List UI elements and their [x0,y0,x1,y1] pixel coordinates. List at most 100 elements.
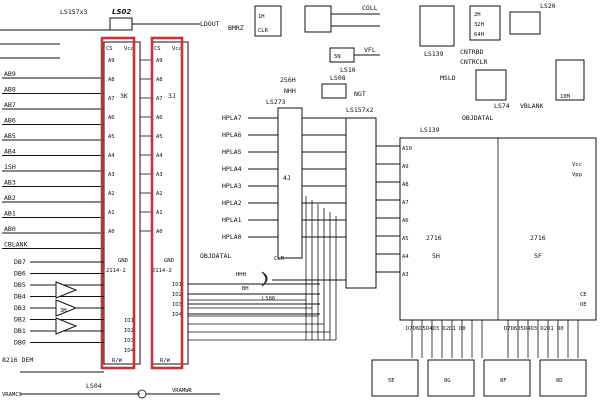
svg-text:D7D6D5D4D3 D2D1 D0: D7D6D5D4D3 D2D1 D0 [406,326,466,332]
rom1-loc: 5H [432,252,440,260]
ram2-pin-a7: A7 [156,96,163,102]
highlight-ram-3k [100,36,136,370]
label-ls86: LS86 [262,296,275,302]
ram1-pin-a0: A0 [108,229,115,235]
buffer-1 [55,281,78,299]
gate-top-2 [304,5,332,33]
bottom-chip-label-2: 8F [500,378,507,384]
svg-text:64H: 64H [474,32,484,38]
hpla-label-7: HPLA0 [222,233,242,241]
signal-label-3: AB6 [4,117,16,125]
bottom-chip-8g [427,359,475,397]
chip-ls20 [509,11,541,35]
rom2-part: 2716 [530,234,546,242]
ram1-pin-a4: A4 [108,153,115,159]
rom-addr-a9: A9 [402,164,409,170]
label-256h: 256H [280,76,296,84]
rom-vpp: Vpp [572,172,582,178]
latch-ls273 [277,107,303,259]
ram2-pin-a3: A3 [156,172,163,178]
label-ls02: LS02 [112,8,131,16]
label-vramcs: VRAMCS [2,392,22,398]
hpla-label-1: HPLA6 [222,131,242,139]
signal-label-8: AB2 [4,194,16,202]
ram2-pin-a4: A4 [156,153,163,159]
ram2-gnd: GND [164,258,174,264]
ram2-rw: R/W [160,358,171,364]
label-ls04: LS04 [86,382,102,390]
ram2-cs: CS [154,46,161,52]
ram2-io-3: IO4 [172,312,183,318]
label-objdatal: OBJDATAL [200,252,231,260]
label-msld: MSLD [440,74,456,82]
ram2-io-1: IO2 [172,292,182,298]
ram1-pin-a3: A3 [108,172,115,178]
ram1-pin-a2: A2 [108,191,115,197]
ram2-pin-a9: A9 [156,58,163,64]
ram1-pin-a8: A8 [108,77,115,83]
ram2-part: 2114-2 [152,268,172,274]
databus-label-db0: DB0 [14,339,26,347]
databus-label-db5: DB5 [14,281,26,289]
rom1-part: 2716 [426,234,442,242]
label-bmrz: BMRZ [228,24,244,32]
svg-text:CLR: CLR [258,28,269,34]
rom-oe: OE [580,302,587,308]
label-cntrclr: CNTRCLR [460,58,487,66]
signal-label-5: AB4 [4,148,16,156]
gate-ls08 [321,83,347,99]
rom-addr-a6: A6 [402,218,409,224]
label-objdatal-top: OBJDATAL [462,114,493,122]
chip-ls74-top [475,69,507,101]
ram2-pin-a1: A1 [156,210,163,216]
ram1-vcc: Vcc [124,46,134,52]
databus-label-db4: DB4 [14,293,26,301]
ram2-pin-a6: A6 [156,115,163,121]
ram2-io-0: IO1 [172,282,182,288]
hpla-label-3: HPLA4 [222,165,242,173]
chip-2h [469,5,501,41]
ram1-pin-a7: A7 [108,96,115,102]
label-bh: BH [242,286,249,292]
bottom-chip-label-0: 5E [388,378,395,384]
ram1-part: 2114-2 [106,268,126,274]
gate-ls86 [261,271,268,287]
hpla-label-6: HPLA1 [222,216,242,224]
ram2-pin-a0: A0 [156,229,163,235]
chip-10m [555,59,585,101]
label-vblank: VBLANK [520,102,544,110]
label-4j: 4J [283,174,291,182]
chip-ls139 [419,5,455,47]
svg-text:2H: 2H [474,12,481,18]
label-ls157x3: LS157x3 [60,8,87,16]
label-ls139-b: LS139 [420,126,440,134]
label-ls157x2: LS157x2 [346,106,373,114]
label-ldout: LDOUT [200,20,220,28]
ram1-loc: 3K [120,92,128,100]
label-dem: 8216 DEM [2,356,33,364]
rom-addr-a10: A10 [402,146,412,152]
label-3h: 3H [60,308,67,314]
signal-label-0: AB9 [4,70,16,78]
label-vfl: VFL [364,46,376,54]
hpla-label-4: HPLA3 [222,182,242,190]
rom-ce: CE [580,292,587,298]
hpla-label-2: HPLA5 [222,148,242,156]
ram1-io-1: IO2 [124,328,134,334]
rom2-loc: 5F [534,252,542,260]
label-vramwr: VRAMWR [172,388,193,394]
svg-text:1H: 1H [258,14,265,20]
bottom-chip-label-1: 8G [444,378,451,384]
label-ls08: LS08 [330,74,346,82]
label-cntrbd: CNTRBD [460,48,484,56]
signal-label-9: AB1 [4,210,16,218]
signal-label-4: AB5 [4,132,16,140]
mux-ls157 [345,117,377,289]
ram1-pin-a5: A5 [108,134,115,140]
signal-label-1: AB8 [4,86,16,94]
databus-label-db6: DB6 [14,270,26,278]
bottom-chip-5e [371,359,419,397]
